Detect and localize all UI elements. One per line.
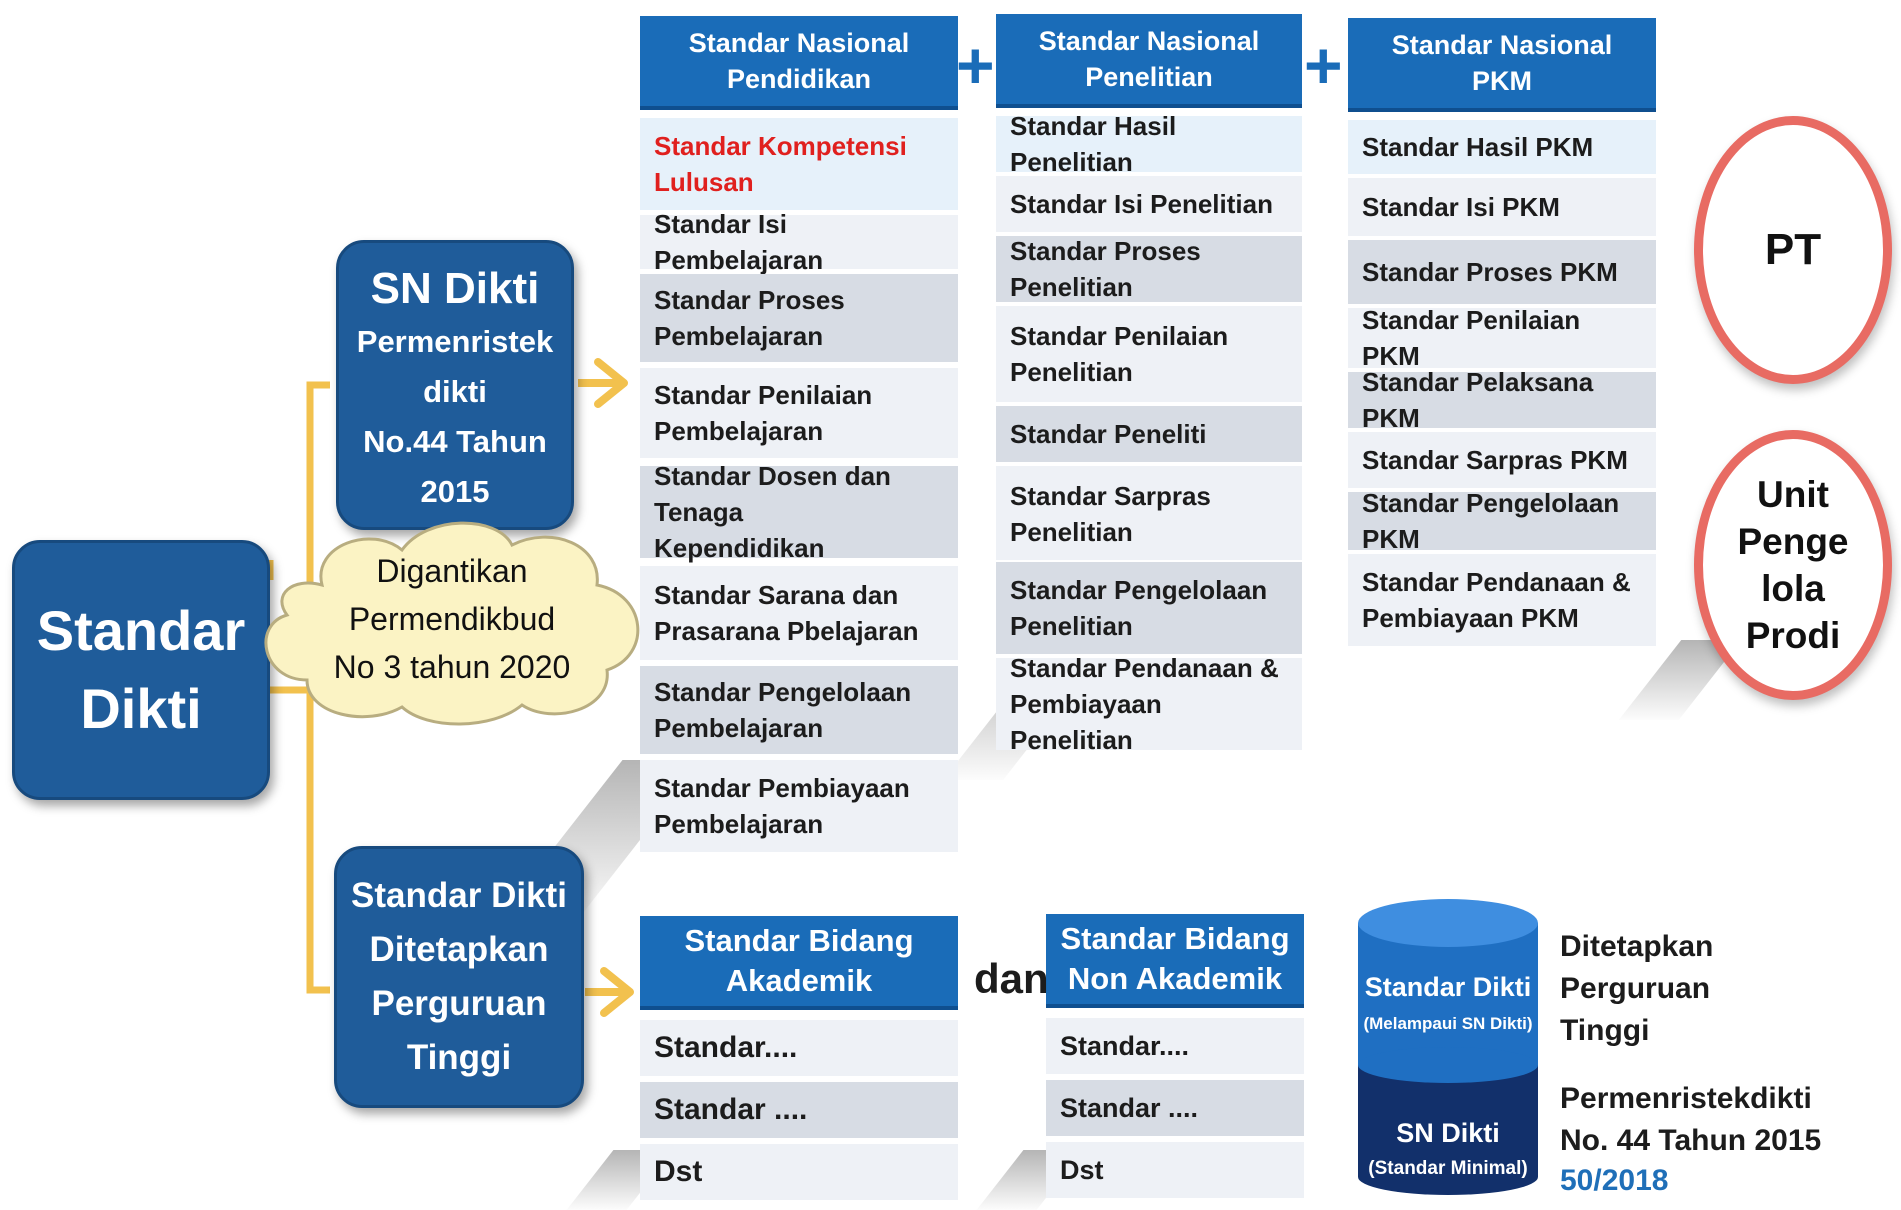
- table-row: Standar Isi Penelitian: [996, 176, 1302, 232]
- pt-box-line-3: Perguruan: [371, 984, 547, 1023]
- table-row: Dst: [1046, 1142, 1304, 1198]
- table-row: Standar Pelaksana PKM: [1348, 367, 1656, 433]
- table-row: Standar Hasil PKM: [1348, 120, 1656, 174]
- col-pkm-header: Standar Nasional PKM: [1348, 18, 1656, 112]
- standar-dikti-root-box: Standar Dikti: [12, 540, 270, 800]
- dan-label: dan: [974, 955, 1049, 1002]
- table-row: Standar Pendanaan &Pembiayaan Penelitian: [996, 653, 1302, 755]
- bidang-akademik-header: Standar Bidang Akademik: [640, 916, 958, 1010]
- plus-sign-2: +: [1304, 28, 1343, 102]
- cylinder-bottom-sub: (Standar Minimal): [1368, 1158, 1528, 1179]
- table-row: Standar Proses PKM: [1348, 240, 1656, 304]
- cloud-shape: [264, 521, 640, 726]
- root-line-1: Standar: [36, 599, 246, 662]
- cloud-text: Digantikan Permendikbud No 3 tahun 2020: [262, 547, 642, 691]
- sn-dikti-line-2: dikti: [423, 374, 487, 409]
- bidang-non-akademik-header: Standar Bidang Non Akademik: [1046, 914, 1304, 1008]
- table-row: Standar Pendanaan &Pembiayaan PKM: [1348, 554, 1656, 646]
- table-row: Standar Penilaian PKM: [1348, 305, 1656, 371]
- note-permenristekdikti: Permenristekdikti No. 44 Tahun 2015: [1560, 1082, 1822, 1157]
- arrow-to-sn-tables-icon: [578, 358, 628, 408]
- col-pendidikan-header: Standar Nasional Pendidikan: [640, 16, 958, 110]
- cloud-line-2: Permendikbud: [348, 601, 556, 637]
- cloud-line-1: Digantikan: [376, 553, 528, 589]
- table-row: Standar Sarpras PKM: [1348, 432, 1656, 488]
- sn-dikti-title: SN Dikti: [370, 264, 540, 313]
- standar-cylinder: [1358, 899, 1538, 1195]
- sn-dikti-line-3: No.44 Tahun: [363, 424, 547, 459]
- cylinder-top-title: Standar Dikti: [1364, 972, 1532, 1002]
- pt-box-line-2: Ditetapkan: [369, 930, 549, 969]
- table-row: Standar Pengelolaan PKM: [1348, 488, 1656, 554]
- pt-box-line-4: Tinggi: [406, 1038, 512, 1077]
- sn-dikti-line-1: Permenristek: [356, 324, 554, 359]
- pt-box-line-1: Standar Dikti: [351, 876, 567, 915]
- table-row: Standar Hasil Penelitian: [996, 111, 1302, 177]
- col-penelitian-header: Standar Nasional Penelitian: [996, 14, 1302, 108]
- upps-circle: Unit Penge lola Prodi: [1694, 430, 1892, 700]
- table-row: Standar ....: [640, 1082, 958, 1138]
- pt-circle: PT: [1694, 116, 1892, 384]
- table-row: Standar....: [640, 1020, 958, 1076]
- table-row: Dst: [640, 1144, 958, 1200]
- table-row: Standar....: [1046, 1018, 1304, 1074]
- table-row: Standar Isi PKM: [1348, 178, 1656, 236]
- standar-dikti-pt-box: Standar Dikti Ditetapkan Perguruan Tingg…: [334, 846, 584, 1108]
- table-row: Standar Sarpras Penelitian: [996, 466, 1302, 560]
- cloud-line-3: No 3 tahun 2020: [333, 649, 571, 685]
- table-row: Standar Peneliti: [996, 406, 1302, 462]
- cylinder-top-sub: (Melampaui SN Dikti): [1363, 1014, 1533, 1033]
- sn-dikti-box: SN Dikti Permenristek dikti No.44 Tahun …: [336, 240, 574, 530]
- arrow-to-bidang-tables-icon: [585, 967, 634, 1017]
- note-ditetapkan: Ditetapkan Perguruan Tinggi: [1560, 930, 1714, 1047]
- table-row: Standar ....: [1046, 1080, 1304, 1136]
- sn-dikti-line-4: 2015: [420, 474, 490, 509]
- plus-sign-1: +: [956, 28, 995, 102]
- table-row: Standar Isi Pembelajaran: [640, 209, 958, 275]
- cylinder-bottom-title: SN Dikti: [1396, 1118, 1500, 1148]
- root-line-2: Dikti: [80, 677, 202, 740]
- table-row: Standar Proses Penelitian: [996, 236, 1302, 302]
- note-50-2018: 50/2018: [1560, 1164, 1669, 1197]
